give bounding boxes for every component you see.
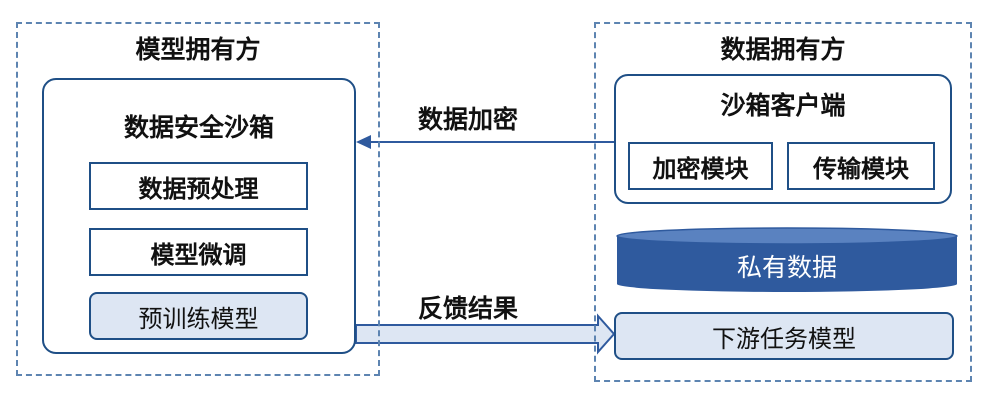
step-preprocess: 数据预处理 — [89, 162, 308, 210]
data-owner-title: 数据拥有方 — [720, 35, 846, 64]
encrypt-module: 加密模块 — [628, 142, 773, 190]
private-data-label: 私有数据 — [736, 253, 837, 282]
encrypt-arrow — [356, 135, 614, 149]
step-finetune: 模型微调 — [89, 228, 308, 276]
feedback-arrow — [355, 313, 616, 355]
model-owner-panel — [16, 22, 380, 376]
step-pretrained-model: 预训练模型 — [89, 292, 308, 340]
transfer-module: 传输模块 — [787, 142, 935, 190]
private-data-cylinder — [616, 227, 958, 292]
encrypt-label: 数据加密 — [418, 105, 519, 134]
feedback-label: 反馈结果 — [418, 294, 519, 323]
client-title: 沙箱客户端 — [720, 91, 846, 120]
sandbox-title: 数据安全沙箱 — [123, 113, 274, 142]
data-owner-panel — [594, 22, 972, 382]
model-owner-title: 模型拥有方 — [135, 35, 261, 64]
downstream-task-model: 下游任务模型 — [614, 312, 954, 360]
